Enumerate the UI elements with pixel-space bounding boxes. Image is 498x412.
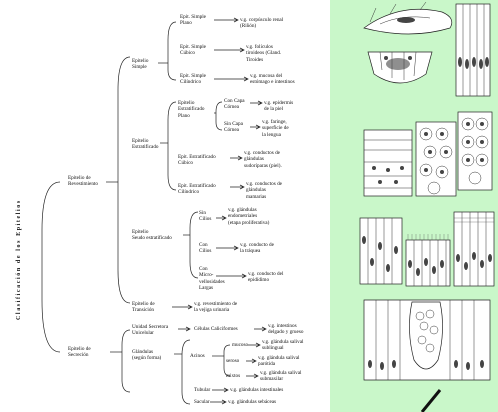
sin-cilios-label: Sin Cilios — [199, 210, 211, 223]
unicelular-label: Unidad Secretora Unicelular — [132, 324, 168, 337]
seroso-example: v.g. glándula salival parótida — [258, 355, 299, 368]
secrecion-label: Epitelio de Secreción — [68, 346, 91, 359]
simple-columnar-illustration — [456, 4, 490, 96]
ciliated-illustration — [406, 234, 450, 286]
simple-cilindrico-example: v.g. mucosa del estómago e intestinos — [250, 73, 295, 86]
simple-plano-type: Epit. Simple Plano — [180, 14, 206, 27]
simple-cilindrico-type: Epit. Simple Cilíndrico — [180, 73, 206, 86]
estratificado-cubico-type: Epit. Estratificado Cúbico — [178, 154, 216, 167]
stratified-cuboidal-illustration — [416, 122, 456, 196]
acinos-label: Acinos — [190, 353, 205, 359]
con-cilios-label: Con Cilios — [199, 242, 211, 255]
pointer-stroke — [422, 390, 440, 412]
stratified-squamous-illustration — [364, 130, 412, 196]
sin-capa-label: Sin Capa Córnea — [224, 121, 243, 134]
seroso-label: seroso — [226, 358, 239, 364]
estratificado-label: Epitelio Estratificado — [132, 138, 159, 151]
mucoso-label: mucoso — [232, 342, 248, 348]
pseudostratified-illustration — [360, 218, 402, 284]
sacular-label: Sacular — [194, 399, 210, 405]
con-capa-label: Con Capa Córnea — [224, 98, 245, 111]
simple-squamous-illustration — [364, 2, 452, 34]
glandulas-label: Glándulas (según forma) — [132, 349, 161, 362]
caliciformes-example: v.g. intestinos delgado y grueso — [268, 323, 303, 336]
transitional-illustration — [364, 300, 490, 380]
stratified-columnar-illustration — [458, 112, 492, 190]
simple-cubico-type: Epit. Simple Cúbico — [180, 44, 206, 57]
sacular-example: v.g. glándulas sebáceas — [228, 399, 276, 405]
sin-capa-example: v.g. faringe, superficie de la lengua — [262, 119, 289, 138]
illustration-panel — [330, 0, 498, 412]
mixtos-label: mixtos — [226, 373, 240, 379]
microvellosidades-label: Con Micro- vellosidades Largas — [199, 266, 225, 291]
mixtos-example: v.g. glándula salival submaxilar — [260, 370, 301, 383]
estratificado-cilindrico-example: v.g. conductos de glándulas mamarias — [246, 181, 282, 200]
simple-label: Epitelio Simple — [132, 58, 148, 71]
estratificado-cubico-example: v.g. conductos de glándulas sudoríparas … — [244, 150, 282, 169]
mucoso-example: v.g. glándula salival sublingual — [262, 339, 303, 352]
simple-plano-example: v.g. corpúsculo renal (Riñón) — [240, 17, 283, 30]
transicion-label: Epitelio de Transición — [132, 301, 155, 314]
estratificado-cilindrico-type: Epit. Estratificado Cilíndrico — [178, 183, 216, 196]
simple-cubico-example: v.g. folículos tiroideos (Gland. Tiroide… — [246, 44, 281, 63]
microvellosidades-example: v.g. conducto del epidídimo — [248, 271, 283, 284]
caliciformes-label: Células Caliciformes — [194, 326, 238, 332]
estratificado-plano-type: Epitelio Estratificado Plano — [178, 100, 205, 119]
microvilli-illustration — [454, 212, 494, 286]
classification-diagram: Clasificación de los Epitelios Epitelio … — [0, 0, 330, 412]
simple-cuboidal-illustration — [368, 52, 432, 83]
transicion-example: v.g. revestimiento de la vejiga urinaria — [194, 301, 237, 314]
seudo-label: Epitelio Seudo estratificado — [132, 229, 172, 242]
con-capa-example: v.g. epidermis de la piel — [264, 100, 293, 113]
revestimiento-label: Epitelio de Revestimiento — [68, 175, 98, 188]
tubular-example: v.g. glándulas intestinales — [230, 387, 283, 393]
sin-cilios-example: v.g. glándulas endometriales (etapa prol… — [228, 207, 269, 226]
con-cilios-example: v.g. conducto de la tráquea — [240, 242, 274, 255]
root-title: Clasificación de los Epitelios — [16, 199, 22, 320]
tubular-label: Tubular — [194, 387, 210, 393]
